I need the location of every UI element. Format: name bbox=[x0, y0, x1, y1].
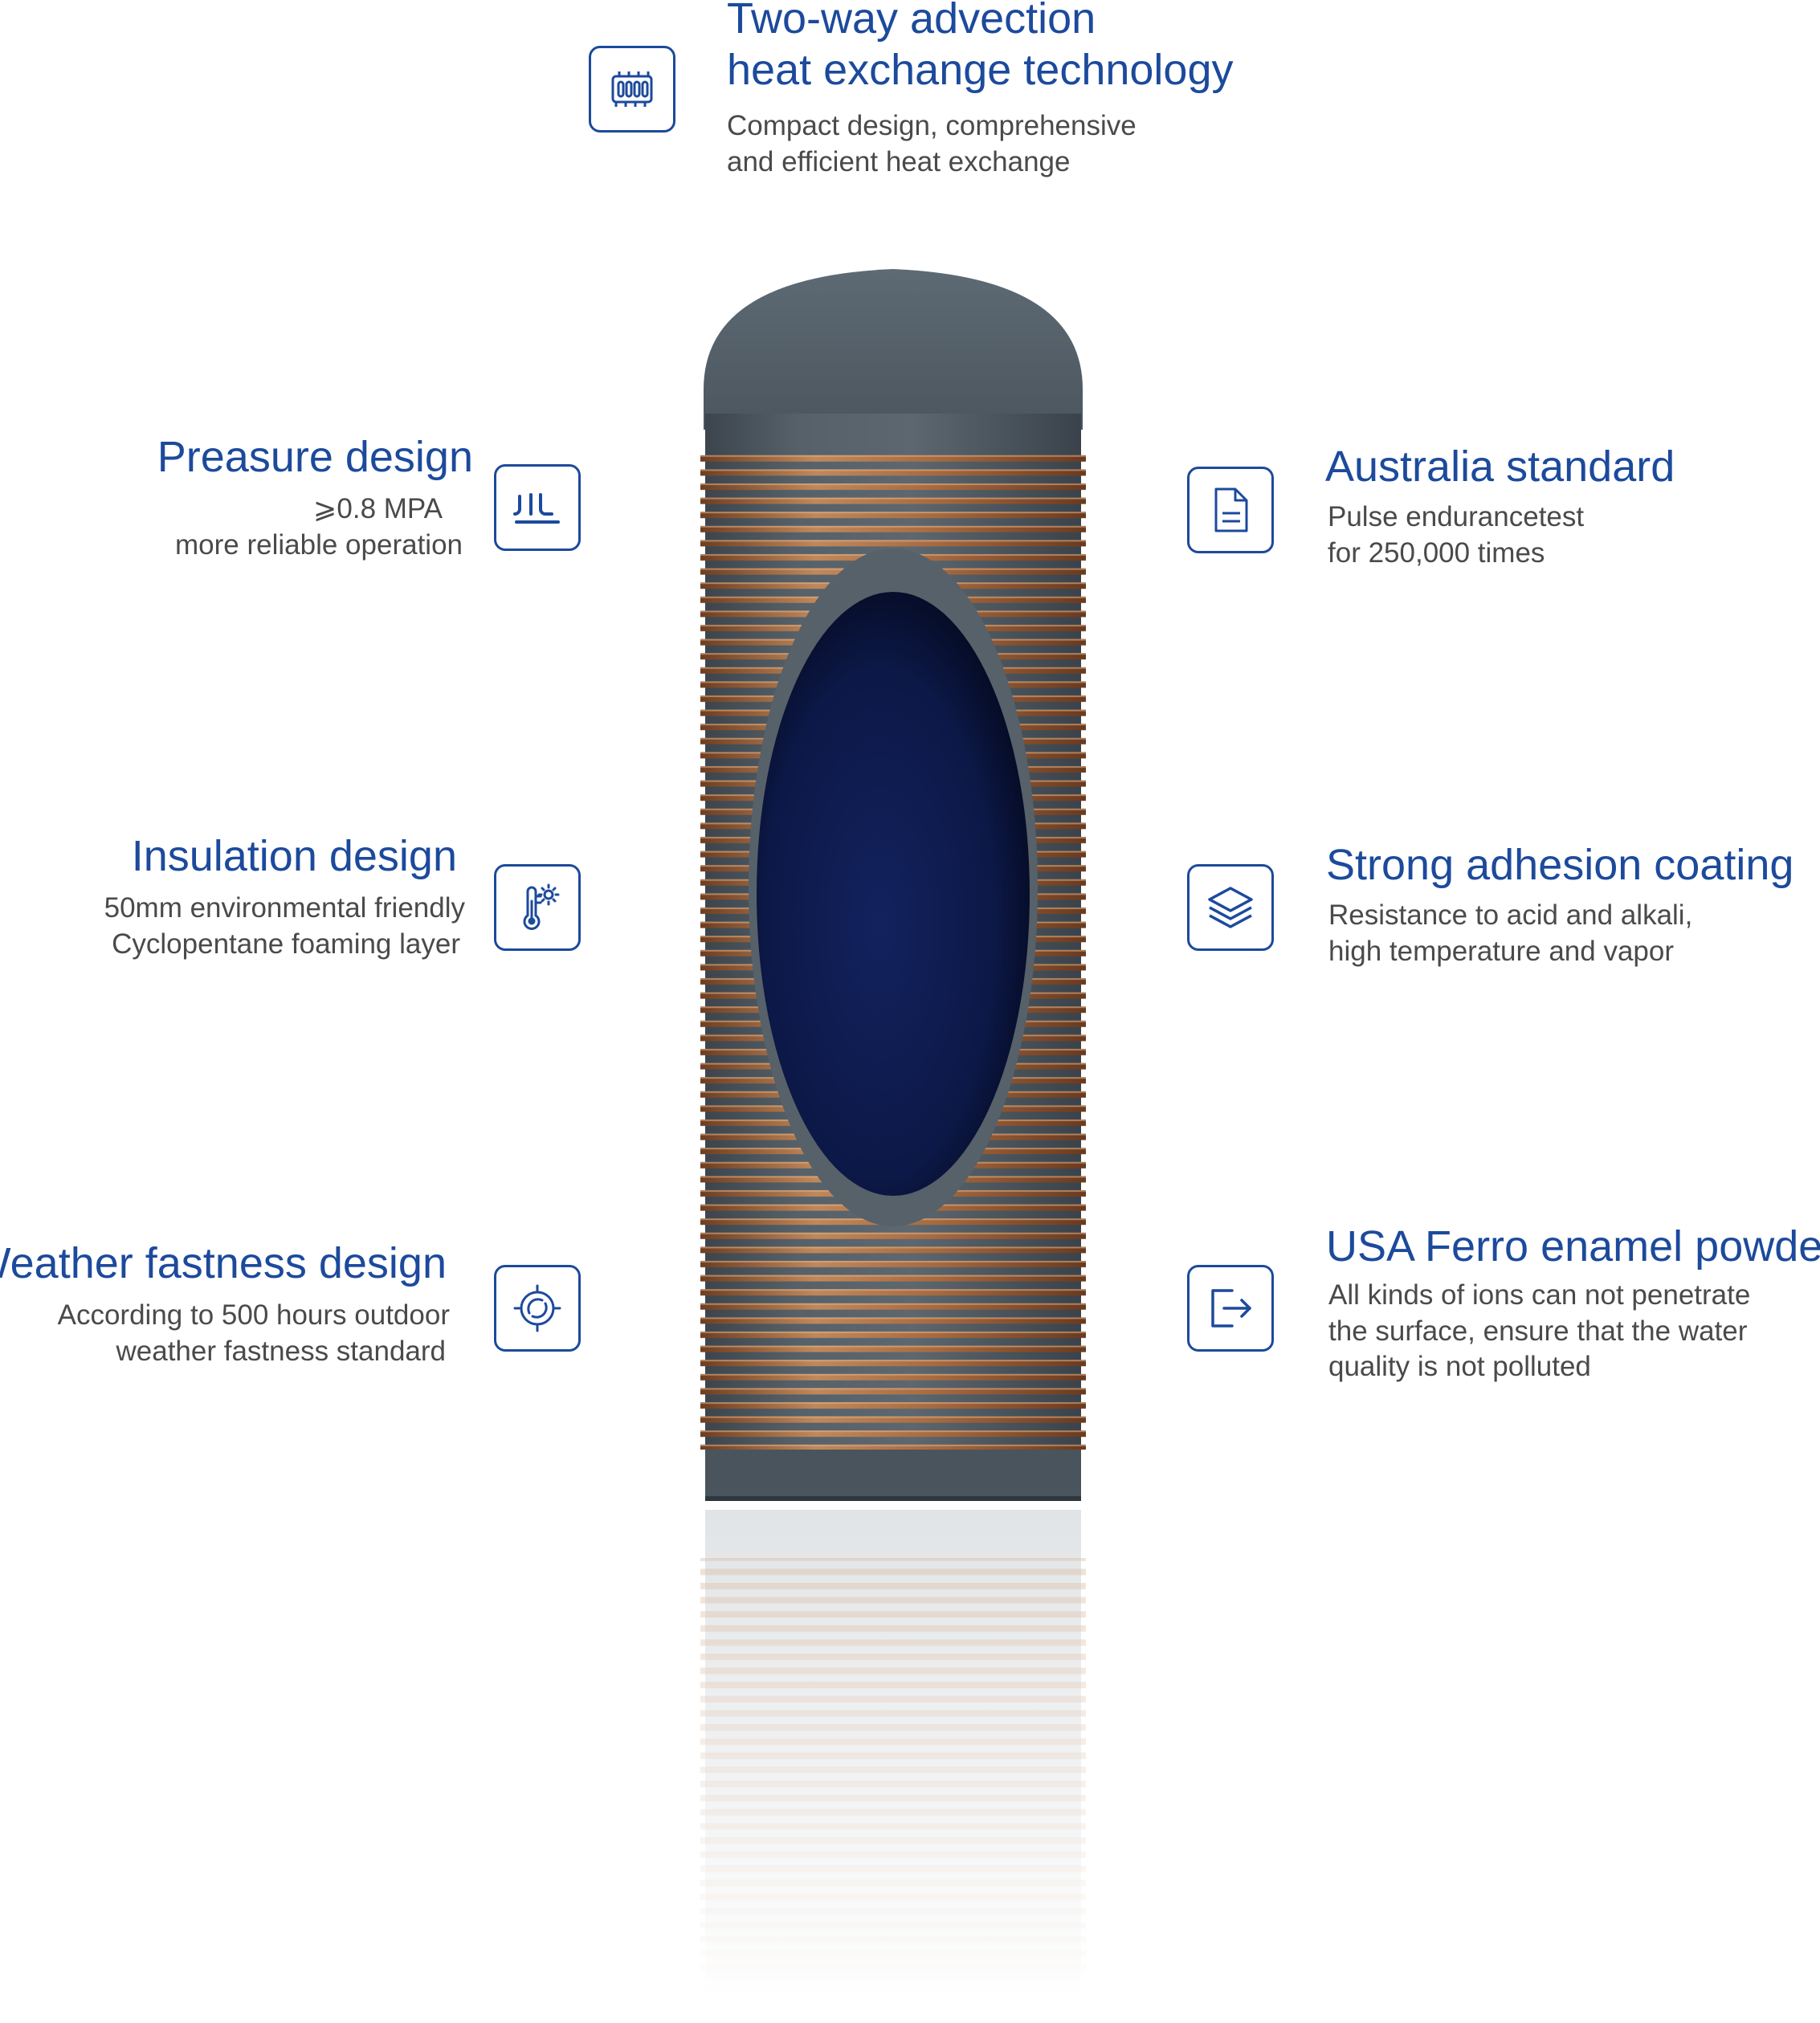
feature-pressure-design: Preasure design ⩾0.8 MPA more reliable o… bbox=[157, 432, 473, 563]
feature-title: heat exchange technology bbox=[727, 45, 1234, 94]
layers-icon-box bbox=[1187, 864, 1274, 951]
exit-icon-box bbox=[1187, 1265, 1274, 1352]
feature-weather-fastness: Weather fastness design According to 500… bbox=[0, 1238, 450, 1369]
thermometer-icon bbox=[523, 883, 560, 930]
feature-title: Weather fastness design bbox=[0, 1239, 447, 1287]
water-tank-image bbox=[700, 269, 1086, 1501]
feature-australia-standard: Australia standard Pulse endurancetest f… bbox=[1325, 442, 1675, 571]
feature-desc: high temperature and vapor bbox=[1328, 935, 1674, 967]
feature-title: USA Ferro enamel powder bbox=[1326, 1222, 1820, 1270]
feature-desc: Cyclopentane foaming layer bbox=[112, 928, 460, 960]
target-icon bbox=[513, 1284, 561, 1332]
feature-two-way-advection: Two-way advection heat exchange technolo… bbox=[727, 0, 1234, 181]
feature-desc: Compact design, comprehensive bbox=[727, 110, 1136, 142]
feature-desc: Resistance to acid and alkali, bbox=[1328, 899, 1693, 931]
feature-desc: ⩾0.8 MPA bbox=[313, 492, 443, 524]
thermometer-icon-box bbox=[494, 864, 581, 951]
pressure-icon-box bbox=[494, 464, 581, 551]
feature-strong-adhesion: Strong adhesion coating Resistance to ac… bbox=[1326, 840, 1793, 969]
feature-title: Insulation design bbox=[131, 832, 457, 880]
feature-desc: for 250,000 times bbox=[1328, 536, 1545, 569]
feature-desc: 50mm environmental friendly bbox=[104, 891, 465, 924]
feature-desc: quality is not polluted bbox=[1328, 1351, 1591, 1383]
exit-icon bbox=[1211, 1289, 1251, 1328]
document-icon-box bbox=[1187, 467, 1274, 553]
feature-insulation-design: Insulation design 50mm environmental fri… bbox=[104, 831, 465, 962]
layers-icon bbox=[1208, 887, 1253, 928]
tank-reflection bbox=[700, 1510, 1086, 2008]
feature-title: Preasure design bbox=[157, 433, 473, 481]
feature-desc: According to 500 hours outdoor bbox=[57, 1299, 450, 1331]
feature-usa-ferro-enamel: USA Ferro enamel powder All kinds of ion… bbox=[1326, 1222, 1820, 1385]
feature-title: Australia standard bbox=[1325, 443, 1675, 491]
feature-title: Two-way advection bbox=[727, 0, 1096, 43]
feature-desc: and efficient heat exchange bbox=[727, 146, 1071, 178]
pressure-icon bbox=[513, 493, 560, 524]
feature-desc: Pulse endurancetest bbox=[1328, 500, 1585, 532]
heat-exchanger-icon-box bbox=[589, 46, 675, 133]
target-icon-box bbox=[494, 1265, 581, 1352]
feature-desc: more reliable operation bbox=[175, 528, 463, 561]
feature-desc: All kinds of ions can not penetrate bbox=[1328, 1279, 1751, 1311]
feature-title: Strong adhesion coating bbox=[1326, 841, 1794, 889]
feature-desc: the surface, ensure that the water bbox=[1328, 1315, 1748, 1347]
heat-exchanger-icon bbox=[611, 71, 653, 107]
feature-desc: weather fastness standard bbox=[116, 1335, 446, 1367]
document-icon bbox=[1214, 487, 1248, 532]
